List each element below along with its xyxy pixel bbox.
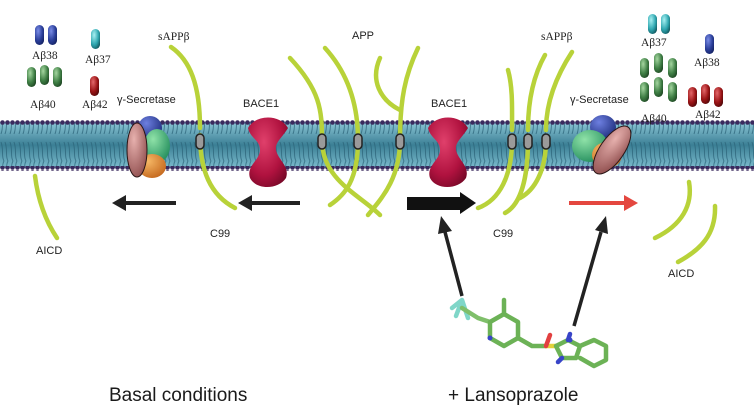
bace1-enzyme-right <box>428 117 468 187</box>
label-aicd-right: AICD <box>668 268 694 280</box>
lansoprazole-molecule <box>449 297 609 369</box>
label-aicd-left: AICD <box>36 245 62 257</box>
gamma-secretase-right <box>572 115 632 175</box>
label-ab40-left: Aβ40 <box>30 99 56 111</box>
sappb-strand-right-2 <box>525 52 548 133</box>
c99-strand-right-2 <box>502 137 531 216</box>
bace1-enzyme-left <box>248 117 288 187</box>
label-bace1-right: BACE1 <box>431 98 467 110</box>
sappb-strand-left <box>168 44 203 131</box>
caption-lansoprazole: + Lansoprazole <box>448 385 578 406</box>
basal-arrows <box>112 195 300 211</box>
label-bace1-left: BACE1 <box>243 98 279 110</box>
lansoprazole-gamma-arrow <box>569 195 638 211</box>
label-ab42-right: Aβ42 <box>695 109 721 121</box>
aicd-strand-right-1 <box>652 179 693 241</box>
gamma-secretase-left <box>126 116 170 178</box>
abeta-peptides <box>27 14 723 107</box>
diagram-captions: Basal conditions + Lansoprazole <box>109 385 578 406</box>
label-ab37-left: Aβ37 <box>85 54 111 66</box>
sappb-strand-right-1 <box>505 67 515 133</box>
c99-strand-right-1 <box>475 137 515 211</box>
diagram-labels: Aβ38 Aβ37 Aβ40 Aβ42 sAPPβ APP sAPPβ Aβ37… <box>30 30 721 280</box>
label-c99-right: C99 <box>493 228 513 240</box>
label-gamma-secretase-right: γ-Secretase <box>570 94 629 106</box>
cell-membrane <box>0 120 754 171</box>
label-ab37-right: Aβ37 <box>641 37 667 49</box>
app-strand-4 <box>373 55 403 113</box>
sappb-strand-right-3 <box>543 49 575 133</box>
label-sappb-right: sAPPβ <box>541 31 573 43</box>
transmembrane-segments <box>195 133 551 150</box>
label-ab38-right: Aβ38 <box>694 57 720 69</box>
label-sappb-left: sAPPβ <box>158 31 190 43</box>
label-app: APP <box>352 30 374 42</box>
label-c99-left: C99 <box>210 228 230 240</box>
label-ab42-left: Aβ42 <box>82 99 108 111</box>
app-protein-strands <box>32 44 718 265</box>
lansoprazole-enhanced-arrow <box>407 192 476 214</box>
lansoprazole-effect-arrows <box>438 216 608 327</box>
label-ab40-right: Aβ40 <box>641 113 667 125</box>
caption-basal-conditions: Basal conditions <box>109 385 247 406</box>
label-ab38-left: Aβ38 <box>32 50 58 62</box>
aicd-strand-right-2 <box>675 203 718 265</box>
label-gamma-secretase-left: γ-Secretase <box>117 94 176 106</box>
aicd-strand-left <box>32 173 60 241</box>
